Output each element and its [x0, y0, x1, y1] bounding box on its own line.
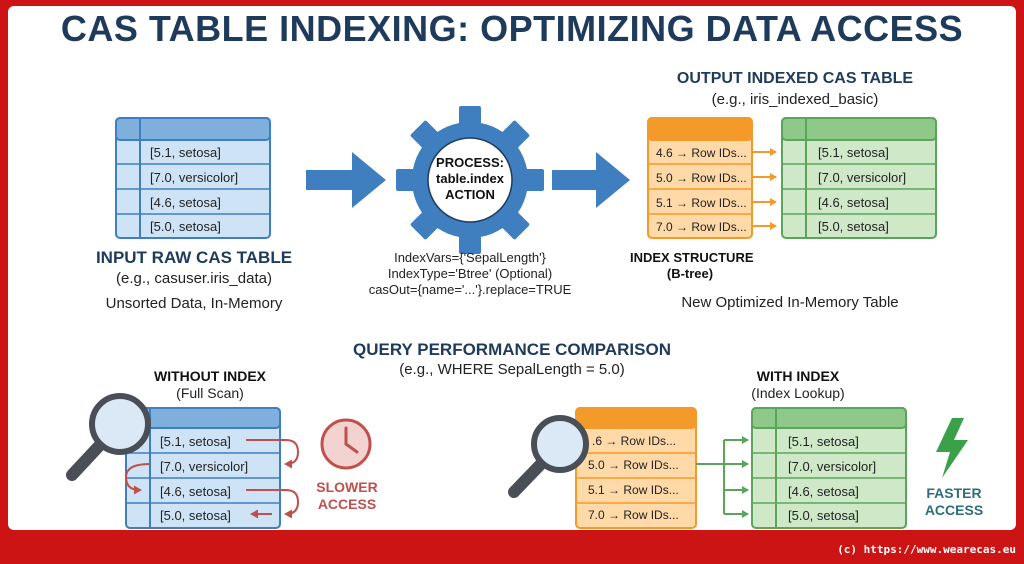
output-index-row-2: 5.0 → Row IDs...: [656, 171, 747, 185]
input-row-2: [7.0, versicolor]: [150, 170, 238, 185]
index-structure-heading: INDEX STRUCTURE: [630, 250, 754, 265]
without-row-4: [5.0, setosa]: [160, 508, 231, 523]
without-row-2: [7.0, versicolor]: [160, 459, 248, 474]
footer-credit: (c) https://www.wearecas.eu: [837, 543, 1016, 556]
with-index-heading: WITH INDEX: [756, 368, 840, 384]
with-index-row-2: 5.0 → Row IDs...: [588, 458, 679, 472]
input-heading: INPUT RAW CAS TABLE: [95, 248, 293, 267]
input-table: [5.1, setosa] [7.0, versicolor] [4.6, se…: [115, 117, 271, 239]
output-row-1: [5.1, setosa]: [818, 145, 889, 160]
with-index-sub: (Index Lookup): [751, 385, 845, 401]
lightning-icon: [936, 418, 968, 478]
output-data-table: [5.1, setosa] [7.0, versicolor] [4.6, se…: [781, 117, 937, 239]
output-index-arrows: [752, 148, 777, 230]
with-index-row-4: 7.0 → Row IDs...: [588, 508, 679, 522]
process-line-2: table.index: [436, 171, 505, 186]
without-index-sub: (Full Scan): [176, 385, 244, 401]
with-row-1: [5.1, setosa]: [788, 434, 859, 449]
output-index-row-1: 4.6 → Row IDs...: [656, 146, 747, 160]
page-title: CAS TABLE INDEXING: OPTIMIZING DATA ACCE…: [60, 8, 964, 49]
with-row-2: [7.0, versicolor]: [788, 459, 876, 474]
magnifier-icon-left: [66, 393, 151, 481]
faster-label-1: FASTER: [926, 485, 981, 501]
output-index-row-3: 5.1 → Row IDs...: [656, 196, 747, 210]
output-index-table: 4.6 → Row IDs... 5.0 → Row IDs... 5.1 → …: [647, 117, 753, 239]
output-index-row-4: 7.0 → Row IDs...: [656, 220, 747, 234]
full-scan-arrows: [124, 439, 300, 519]
slower-label-1: SLOWER: [316, 479, 377, 495]
output-note: New Optimized In-Memory Table: [681, 294, 899, 311]
process-line-1: PROCESS:: [436, 155, 504, 170]
slower-label-2: ACCESS: [318, 496, 376, 512]
without-index-heading: WITHOUT INDEX: [154, 368, 266, 384]
process-param-3: casOut={name='...'}.replace=TRUE: [368, 282, 572, 297]
without-row-3: [4.6, setosa]: [160, 484, 231, 499]
input-row-3: [4.6, setosa]: [150, 195, 221, 210]
process-param-2: IndexType='Btree' (Optional): [387, 266, 553, 281]
with-index-row-1: .6 → Row IDs...: [592, 434, 676, 448]
query-example: (e.g., WHERE SepalLength = 5.0): [399, 361, 625, 378]
faster-label-2: ACCESS: [925, 502, 983, 518]
input-row-1: [5.1, setosa]: [150, 145, 221, 160]
output-row-4: [5.0, setosa]: [818, 219, 889, 234]
gear-icon: [396, 106, 544, 254]
without-index-table: [5.1, setosa] [7.0, versicolor] [4.6, se…: [125, 407, 281, 529]
output-example: (e.g., iris_indexed_basic): [711, 91, 879, 108]
output-row-3: [4.6, setosa]: [818, 195, 889, 210]
clock-icon: [320, 418, 372, 470]
with-index-data-table: [5.1, setosa] [7.0, versicolor] [4.6, se…: [751, 407, 907, 529]
output-heading: OUTPUT INDEXED CAS TABLE: [676, 70, 914, 87]
without-row-1: [5.1, setosa]: [160, 434, 231, 449]
query-heading: QUERY PERFORMANCE COMPARISON: [353, 340, 671, 359]
index-lookup-arrows: [696, 436, 749, 518]
with-index-row-3: 5.1 → Row IDs...: [588, 483, 679, 497]
index-structure-type: (B-tree): [666, 266, 714, 281]
process-line-3: ACTION: [445, 187, 495, 202]
input-example: (e.g., casuser.iris_data): [116, 270, 272, 287]
magnifier-icon-right: [508, 415, 589, 498]
output-row-2: [7.0, versicolor]: [818, 170, 906, 185]
input-to-process-arrow-icon: [306, 152, 386, 208]
process-to-output-arrow-icon: [552, 152, 630, 208]
with-index-index-table: .6 → Row IDs... 5.0 → Row IDs... 5.1 → R…: [575, 407, 697, 529]
with-row-3: [4.6, setosa]: [788, 484, 859, 499]
input-row-4: [5.0, setosa]: [150, 219, 221, 234]
process-param-1: IndexVars={'SepalLength'}: [394, 250, 546, 265]
input-note: Unsorted Data, In-Memory: [105, 295, 283, 312]
with-row-4: [5.0, setosa]: [788, 508, 859, 523]
